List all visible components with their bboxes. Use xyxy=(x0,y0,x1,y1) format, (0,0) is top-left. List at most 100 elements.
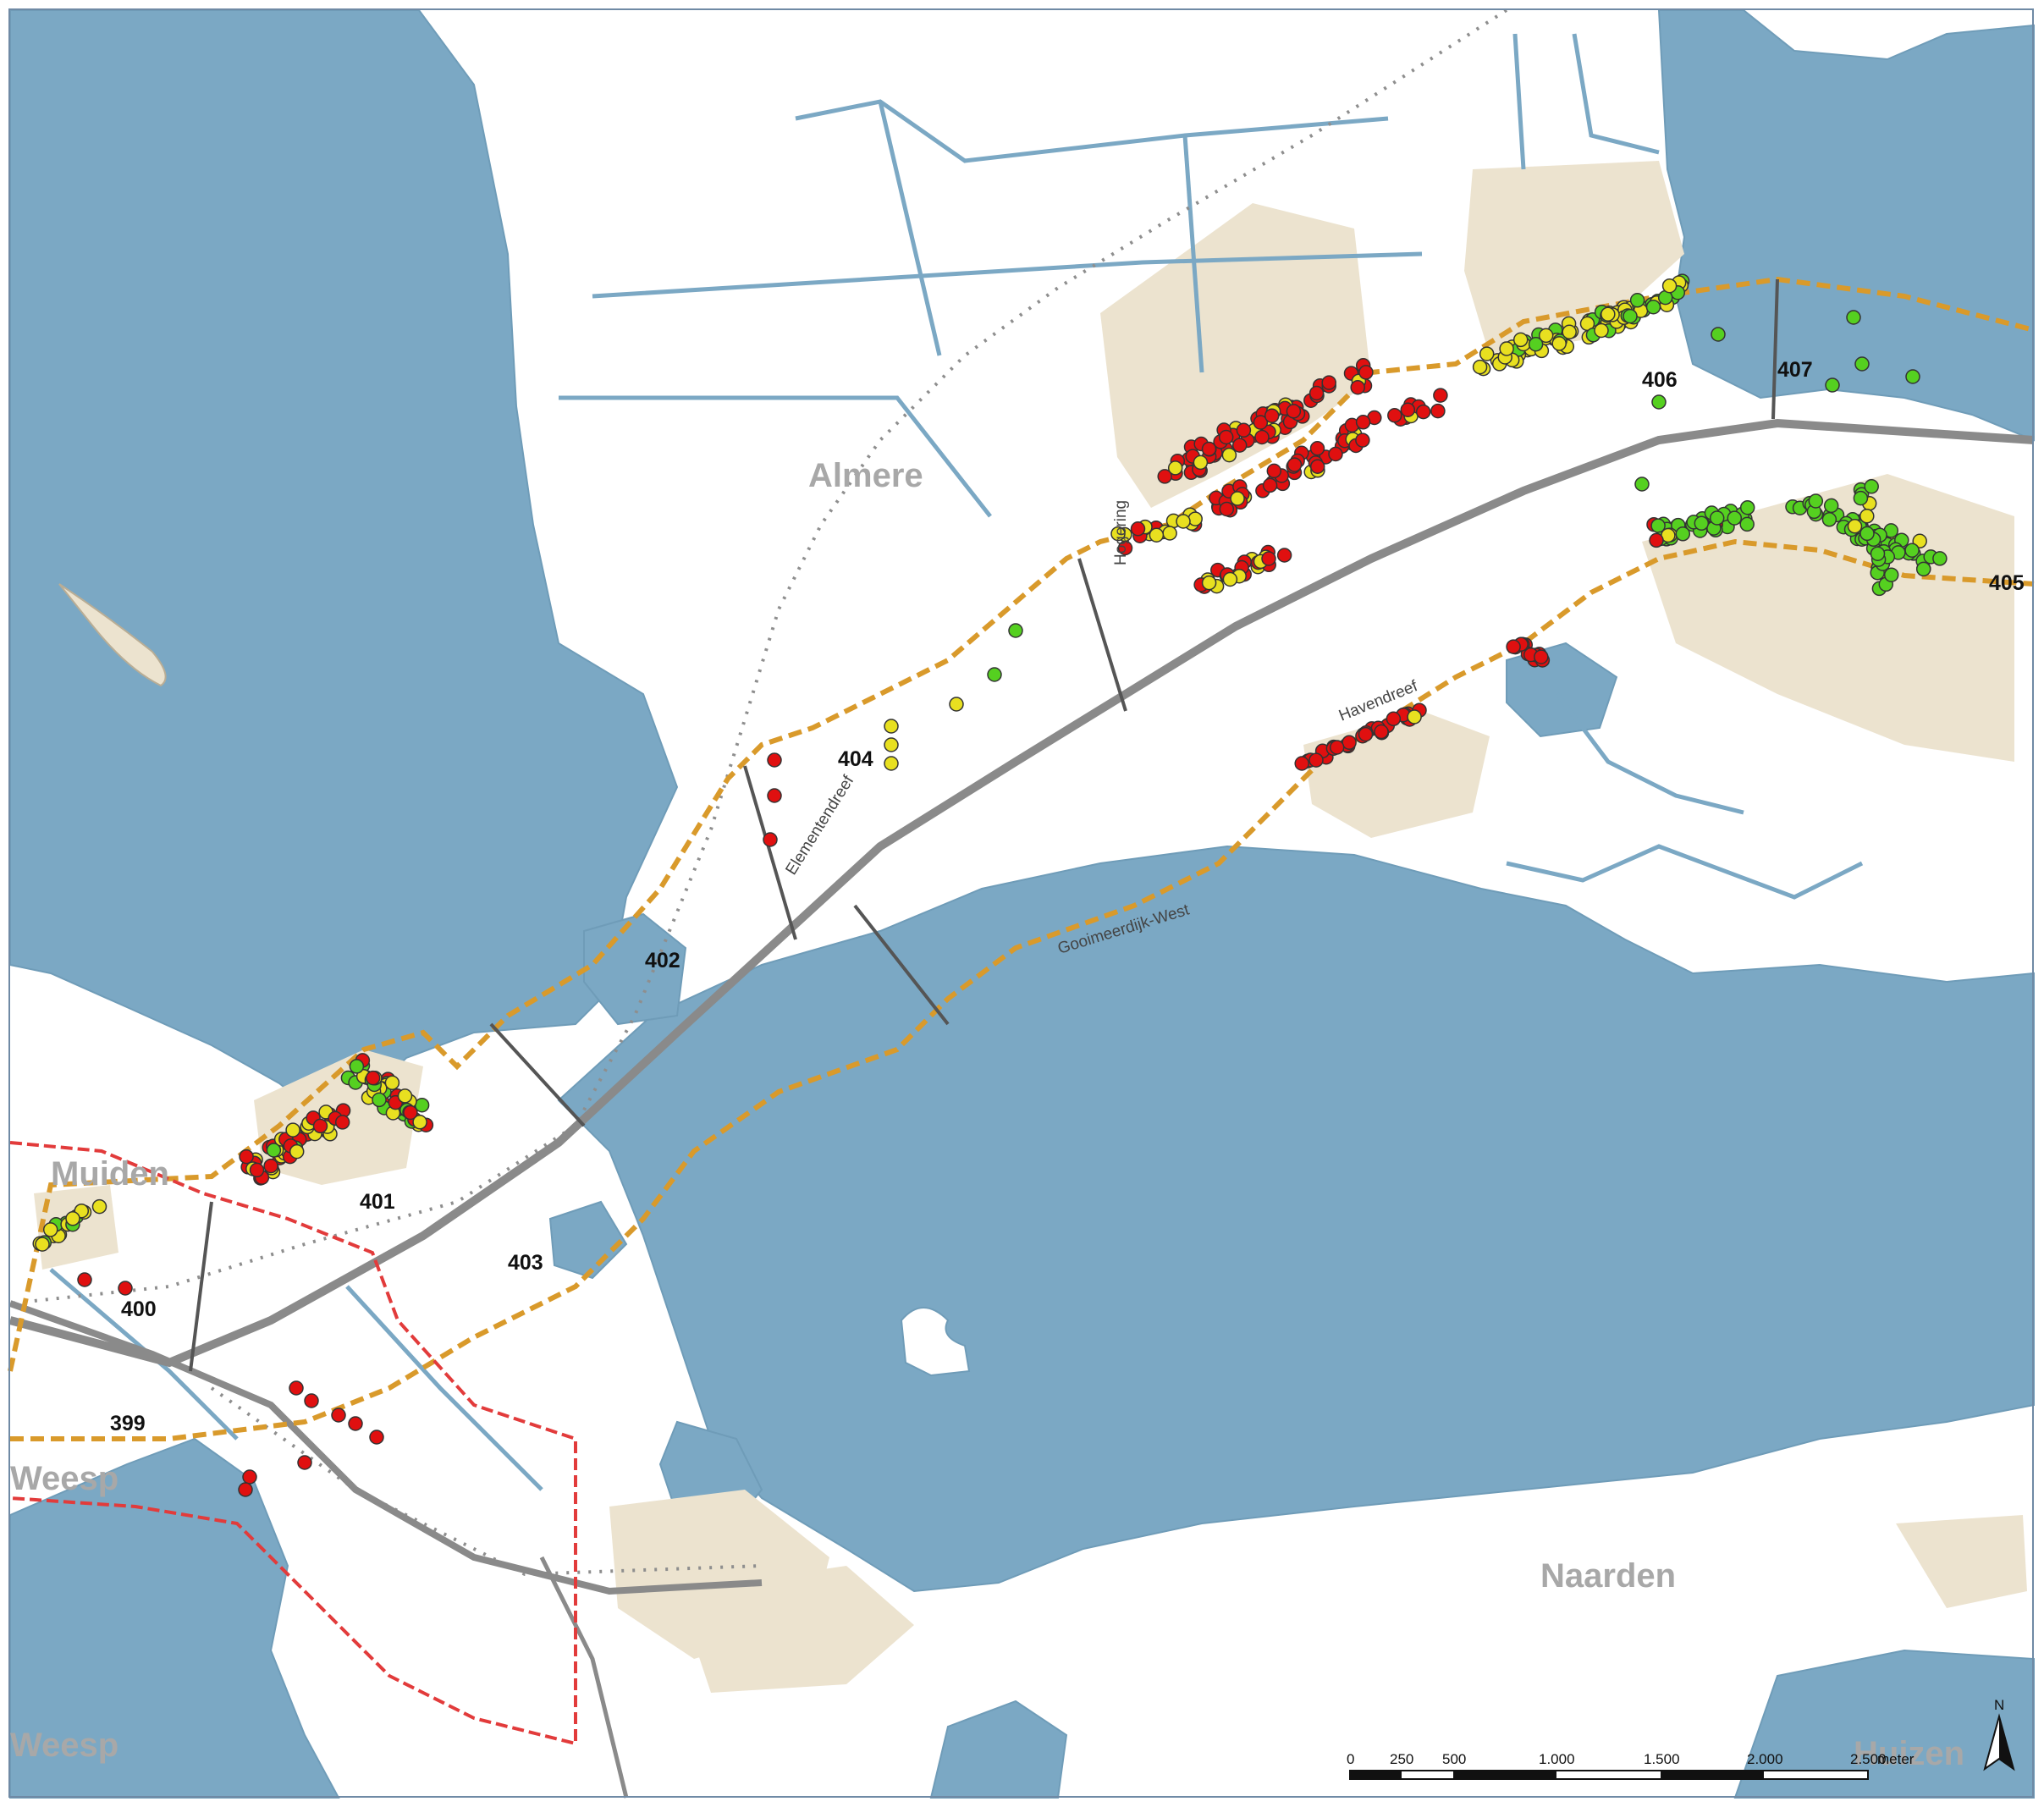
measurement-point xyxy=(884,719,899,734)
measurement-point xyxy=(1130,521,1146,537)
measurement-point xyxy=(289,1380,304,1396)
measurement-point xyxy=(1479,346,1495,361)
separator-402-404 xyxy=(743,765,797,940)
segment-label-401: 401 xyxy=(360,1190,395,1214)
segment-label-407: 407 xyxy=(1777,358,1813,382)
scale-tick-2000: 2.000 xyxy=(1747,1751,1783,1767)
segment-labels: 399 400 401 402 403 404 405 406 407 xyxy=(110,358,2025,1435)
measurement-point xyxy=(1342,735,1357,750)
measurement-point xyxy=(1551,336,1567,351)
waterway-4 xyxy=(878,101,942,356)
segment-label-405: 405 xyxy=(1989,571,2025,595)
points-layer xyxy=(32,273,1948,1497)
measurement-point xyxy=(1008,623,1023,638)
measurement-point xyxy=(1534,649,1549,664)
measurement-point xyxy=(763,832,778,847)
measurement-point xyxy=(1528,336,1544,352)
measurement-point xyxy=(1374,724,1389,740)
measurement-point xyxy=(1400,402,1416,417)
measurement-point xyxy=(1201,441,1217,457)
scale-bar-seg-1 xyxy=(1350,1771,1402,1779)
motorway-a1 xyxy=(8,1300,763,1595)
segment-separators xyxy=(189,278,1779,1372)
boundary-orange xyxy=(8,276,2035,1372)
measurement-point xyxy=(1433,388,1448,403)
measurement-point xyxy=(334,1115,350,1130)
measurement-point xyxy=(1308,385,1325,401)
measurement-point xyxy=(1309,441,1325,456)
scale-unit: meter xyxy=(1877,1751,1915,1767)
measurement-point xyxy=(65,1211,80,1226)
measurement-point xyxy=(1236,422,1252,438)
waterway-3 xyxy=(795,99,1389,163)
boundary-red xyxy=(9,1141,577,1746)
town-label-weesp-south: Weesp xyxy=(10,1727,118,1764)
scale-bar-outline xyxy=(1349,1770,1869,1780)
measurement-point xyxy=(331,1408,346,1423)
segment-label-406: 406 xyxy=(1642,368,1678,392)
measurement-point xyxy=(266,1143,282,1158)
measurement-point xyxy=(1430,403,1446,419)
motorway-a1-branch xyxy=(539,1556,629,1799)
measurement-point xyxy=(1358,365,1374,380)
measurement-point xyxy=(1739,499,1755,515)
measurement-point xyxy=(1350,379,1365,395)
measurement-point xyxy=(1600,306,1616,322)
scale-bar-seg-3 xyxy=(1661,1771,1764,1779)
measurement-point xyxy=(42,1222,58,1237)
measurement-point xyxy=(118,1281,133,1296)
measurement-point xyxy=(1823,498,1839,514)
measurement-point xyxy=(1808,493,1824,509)
measurement-point xyxy=(1651,394,1667,410)
waterway-7 xyxy=(1572,33,1660,155)
scale-tick-250: 250 xyxy=(1390,1751,1413,1767)
measurement-point xyxy=(1187,511,1203,526)
measurement-point xyxy=(1661,278,1678,294)
measurement-point xyxy=(1231,438,1248,453)
road-label-hogering: Hogering xyxy=(1112,500,1130,565)
measurement-point xyxy=(1253,415,1269,430)
measurement-point xyxy=(1309,459,1325,474)
separator-406-407 xyxy=(1771,278,1779,420)
waterway-lines xyxy=(49,33,1864,1491)
water-ijmeer xyxy=(9,9,679,1119)
measurement-point xyxy=(1853,490,1869,506)
measurement-point xyxy=(1859,509,1875,524)
railway-layer xyxy=(9,8,1508,1577)
water-southwest xyxy=(9,1437,340,1799)
measurement-point xyxy=(1711,327,1726,342)
waterway-1 xyxy=(559,395,992,518)
measurement-point xyxy=(1415,404,1431,420)
measurement-point xyxy=(412,1115,427,1130)
measurement-point xyxy=(1821,512,1837,527)
measurement-point xyxy=(1230,491,1245,506)
urban-naarden xyxy=(677,1566,914,1693)
separator-hogering xyxy=(1077,558,1127,712)
measurement-point xyxy=(1286,404,1302,419)
measurement-point xyxy=(1308,752,1324,768)
waterway-6 xyxy=(1512,33,1526,170)
railway-weesp xyxy=(210,1386,763,1577)
measurement-point xyxy=(1261,551,1276,566)
measurement-point xyxy=(1193,455,1209,471)
measurement-point xyxy=(1219,501,1235,517)
measurement-point xyxy=(1864,479,1879,494)
segment-label-402: 402 xyxy=(645,949,680,972)
urban-east xyxy=(1896,1515,2027,1608)
urban-almere-haven xyxy=(1100,203,1371,508)
measurement-point xyxy=(1634,477,1650,492)
town-label-weesp: Weesp xyxy=(10,1460,118,1497)
measurement-point xyxy=(1594,322,1609,339)
waterway-5 xyxy=(1182,135,1204,373)
measurement-point xyxy=(91,1198,107,1215)
measurement-point xyxy=(397,1088,413,1104)
measurement-point xyxy=(1264,408,1280,423)
measurement-point xyxy=(242,1469,257,1485)
measurement-point xyxy=(1355,432,1370,448)
measurement-point xyxy=(1176,514,1191,529)
measurement-point xyxy=(297,1455,312,1470)
urban-almere-north xyxy=(1464,161,1684,355)
measurement-point xyxy=(1854,356,1870,372)
waterway-11 xyxy=(345,1285,543,1491)
